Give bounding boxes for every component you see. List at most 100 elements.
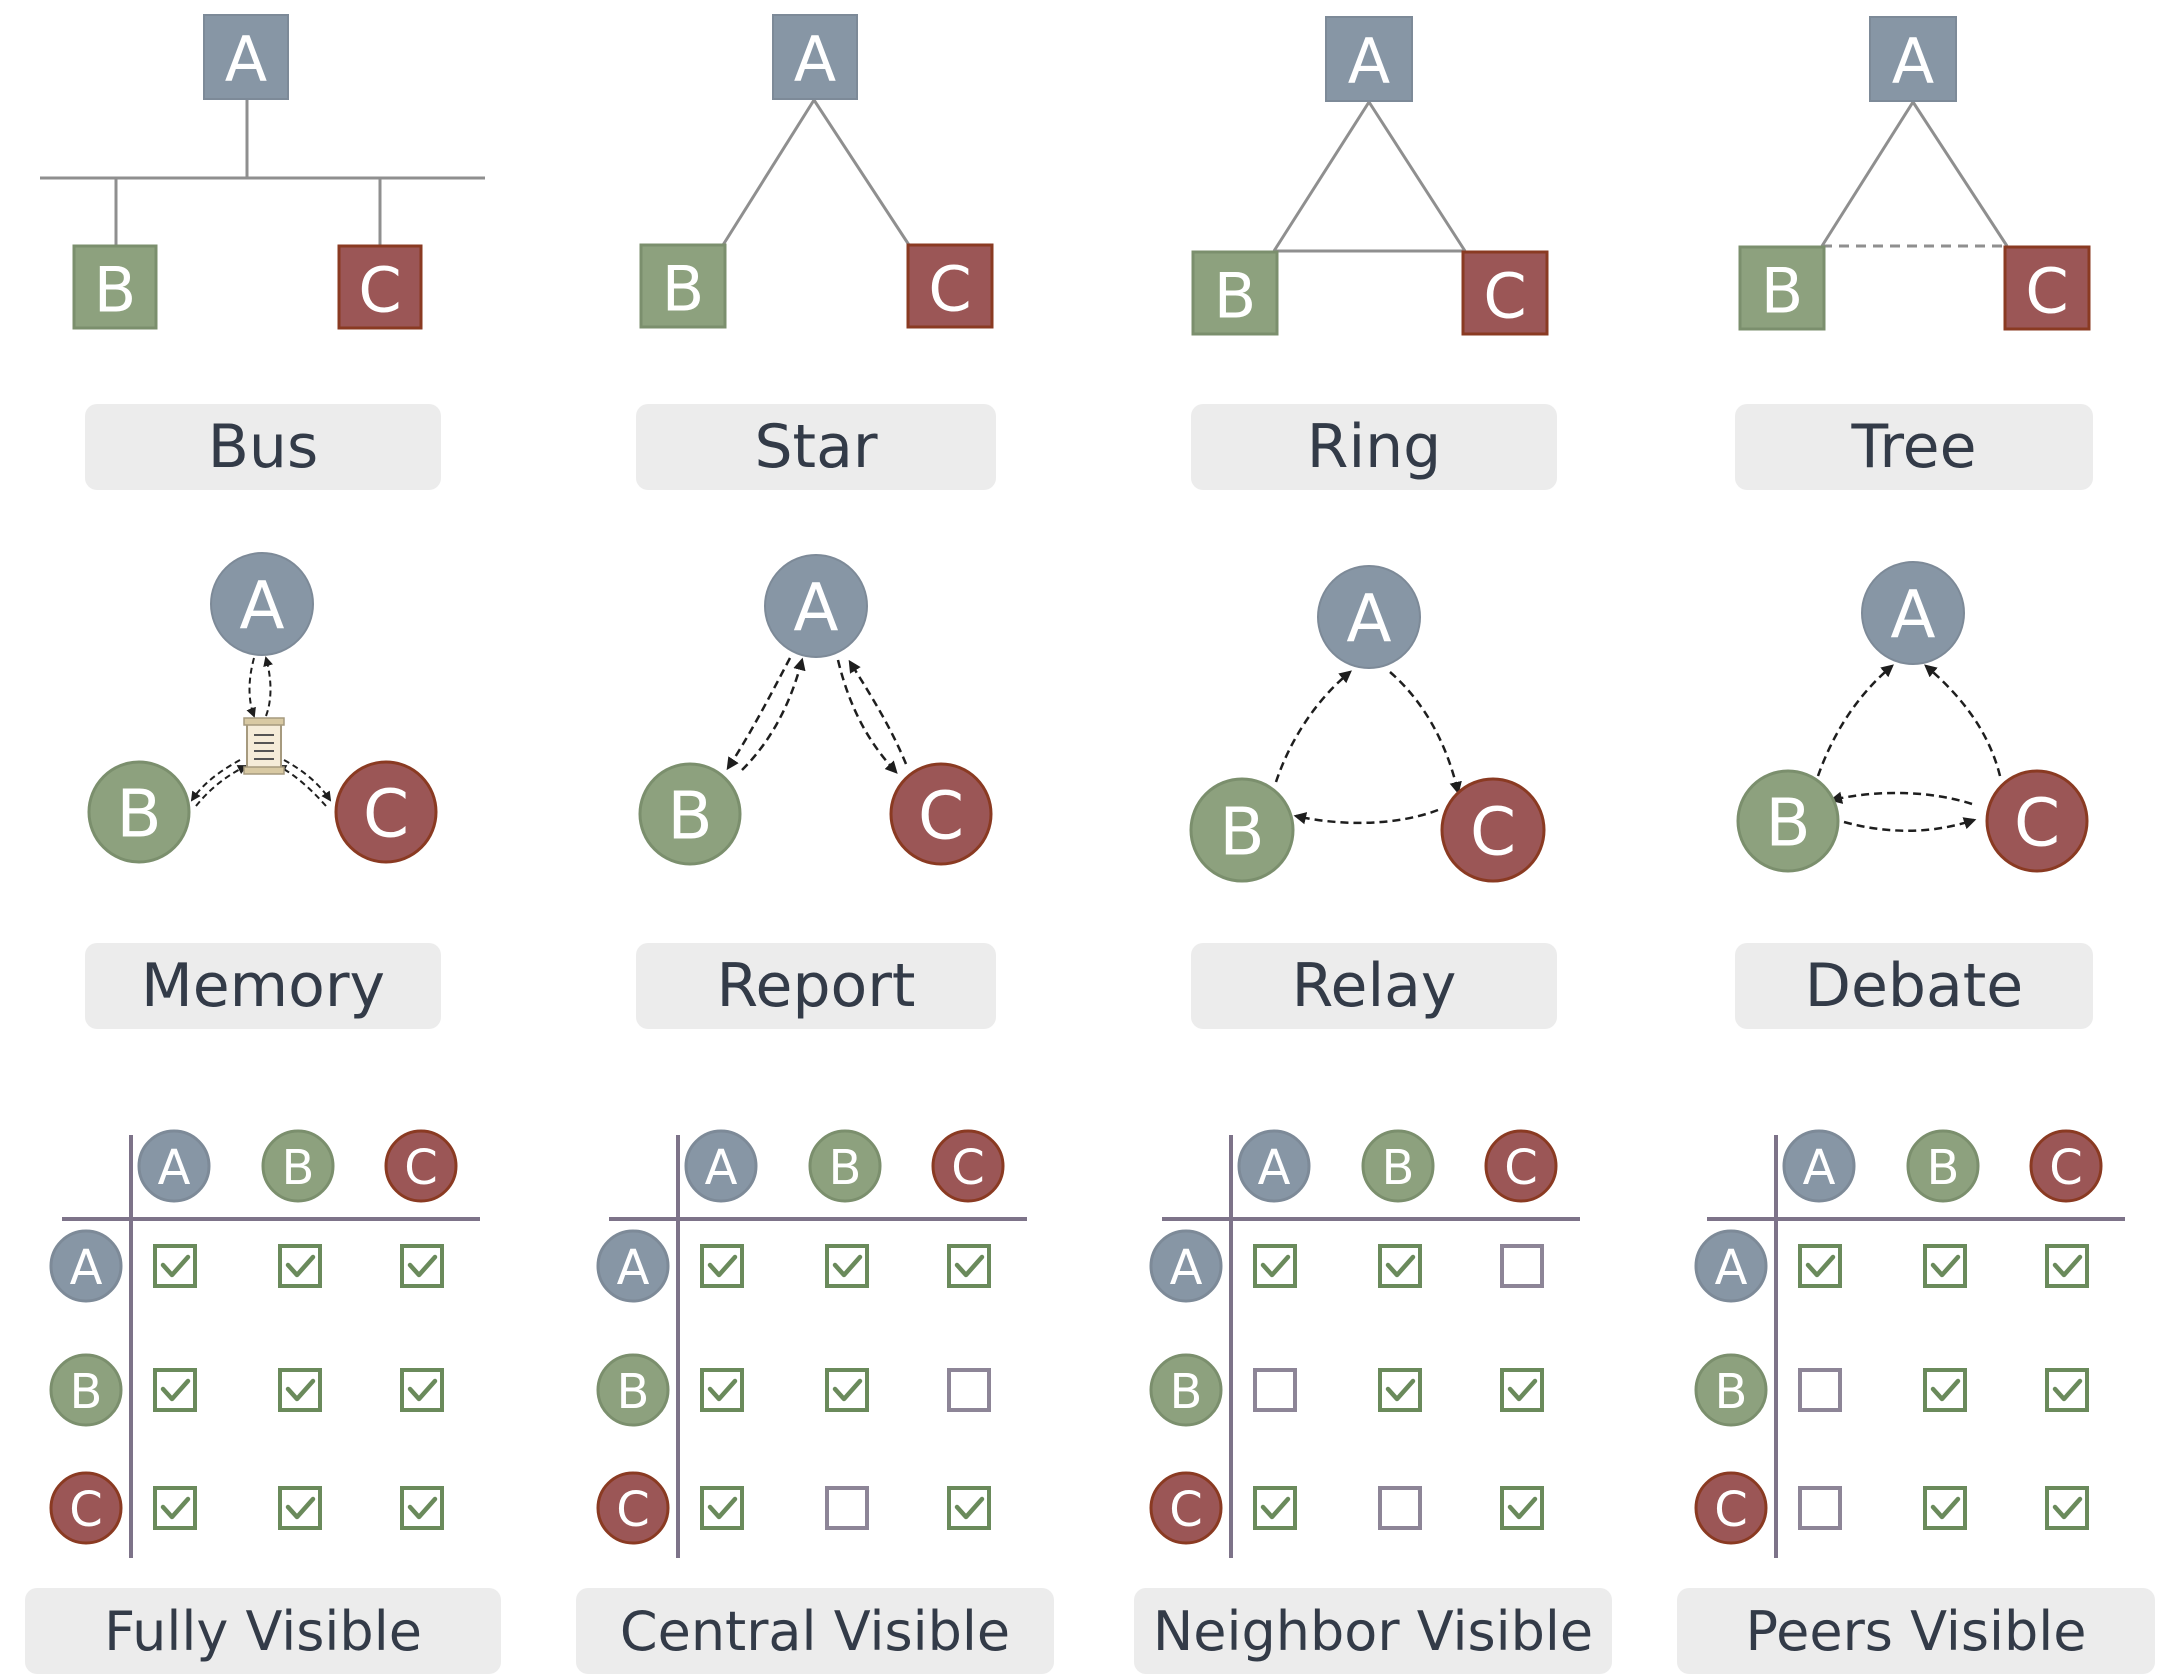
label-star: Star <box>636 404 996 490</box>
debate-node-a: A <box>1861 561 1965 665</box>
matrix-row-header-b-label: B <box>1715 1364 1748 1420</box>
bus-node-c-label: C <box>358 254 401 327</box>
checked-checkbox-icon <box>1923 1244 1967 1288</box>
matrix-row-header-a: A <box>596 1229 670 1303</box>
matrix-col-header-c: C <box>1484 1129 1558 1203</box>
empty-checkbox-icon <box>947 1368 991 1412</box>
matrix-row-header-b: B <box>49 1353 123 1427</box>
memory-document-icon <box>243 717 285 775</box>
checked-checkbox-icon <box>153 1244 197 1288</box>
matrix-col-header-b-label: B <box>1382 1140 1415 1196</box>
checked-checkbox-icon <box>1923 1368 1967 1412</box>
matrix-col-header-b: B <box>808 1129 882 1203</box>
checked-checkbox-icon <box>825 1368 869 1412</box>
matrix-row-header-c: C <box>596 1471 670 1545</box>
ring-node-a-label: A <box>1348 25 1390 98</box>
ring-node-c: C <box>1461 250 1549 336</box>
matrix-col-header-a: A <box>137 1129 211 1203</box>
memory-node-c-label: C <box>363 776 409 853</box>
checked-checkbox-icon <box>700 1486 744 1530</box>
star-node-c: C <box>906 243 994 329</box>
matrix-col-header-c: C <box>931 1129 1005 1203</box>
relay-node-a-label: A <box>1346 581 1391 658</box>
debate-node-a-label: A <box>1890 577 1935 654</box>
label-relay: Relay <box>1191 943 1557 1029</box>
empty-checkbox-icon <box>1253 1368 1297 1412</box>
matrix-row-header-b: B <box>1694 1353 1768 1427</box>
checked-checkbox-icon <box>1378 1368 1422 1412</box>
checked-checkbox-icon <box>278 1486 322 1530</box>
debate-node-c-label: C <box>2014 785 2060 862</box>
tree-diagram: A B C <box>1738 16 2091 331</box>
bus-node-b: B <box>72 244 158 330</box>
ring-node-a: A <box>1325 16 1413 102</box>
matrix-col-header-c: C <box>384 1129 458 1203</box>
checked-checkbox-icon <box>2045 1244 2089 1288</box>
tree-node-b: B <box>1738 245 1826 331</box>
label-fully-visible: Fully Visible <box>25 1588 501 1674</box>
checked-checkbox-icon <box>153 1486 197 1530</box>
memory-node-b-label: B <box>116 776 161 853</box>
report-diagram: A B C <box>638 554 993 866</box>
matrix-col-header-c-label: C <box>951 1140 985 1196</box>
matrix-col-header-c-label: C <box>2049 1140 2083 1196</box>
matrix-row-header-c-label: C <box>616 1482 650 1538</box>
bus-diagram: A B C <box>40 14 485 330</box>
checked-checkbox-icon <box>1500 1368 1544 1412</box>
memory-arrows <box>190 656 332 807</box>
matrix-row-header-b-label: B <box>70 1364 103 1420</box>
checked-checkbox-icon <box>1923 1486 1967 1530</box>
matrix-row-header-a: A <box>1149 1229 1223 1303</box>
report-node-a: A <box>764 554 868 658</box>
checked-checkbox-icon <box>278 1368 322 1412</box>
relay-node-b-label: B <box>1219 794 1264 871</box>
checked-checkbox-icon <box>947 1486 991 1530</box>
empty-checkbox-icon <box>1798 1368 1842 1412</box>
matrix-col-header-a-label: A <box>1258 1140 1291 1196</box>
matrix-row-header-c: C <box>1149 1471 1223 1545</box>
checked-checkbox-icon <box>1500 1486 1544 1530</box>
debate-arrows <box>1816 664 2002 832</box>
memory-node-c: C <box>334 760 438 864</box>
matrix-row-header-a-label: A <box>1715 1240 1748 1296</box>
matrix-row-header-c-label: C <box>69 1482 103 1538</box>
checked-checkbox-icon <box>400 1368 444 1412</box>
report-node-a-label: A <box>793 570 838 647</box>
ring-node-b: B <box>1191 250 1279 336</box>
matrix-col-header-b: B <box>261 1129 335 1203</box>
matrix-row-header-a: A <box>1694 1229 1768 1303</box>
tree-node-a-label: A <box>1892 25 1934 98</box>
matrix-row-header-a: A <box>49 1229 123 1303</box>
matrix-col-header-a-label: A <box>705 1140 738 1196</box>
label-bus: Bus <box>85 404 441 490</box>
star-lines <box>721 99 911 246</box>
checked-checkbox-icon <box>400 1244 444 1288</box>
empty-checkbox-icon <box>825 1486 869 1530</box>
star-node-b: B <box>639 243 727 329</box>
matrix-col-header-b: B <box>1361 1129 1435 1203</box>
tree-node-c-label: C <box>2025 255 2068 328</box>
debate-node-b-label: B <box>1765 785 1810 862</box>
report-arrows <box>726 657 908 774</box>
report-node-c: C <box>889 762 993 866</box>
bus-lines <box>40 100 485 245</box>
matrix-row-header-c: C <box>49 1471 123 1545</box>
memory-node-a-label: A <box>239 568 284 645</box>
label-peers-visible: Peers Visible <box>1677 1588 2155 1674</box>
matrix-col-header-b-label: B <box>1927 1140 1960 1196</box>
checked-checkbox-icon <box>1253 1486 1297 1530</box>
relay-node-c: C <box>1440 777 1546 883</box>
star-node-c-label: C <box>928 253 971 326</box>
relay-node-b: B <box>1189 777 1295 883</box>
matrix-row-header-c-label: C <box>1714 1482 1748 1538</box>
star-diagram: A B C <box>639 14 994 329</box>
report-node-b: B <box>638 762 742 866</box>
matrix-col-header-b-label: B <box>829 1140 862 1196</box>
tree-node-c: C <box>2003 245 2091 331</box>
empty-checkbox-icon <box>1378 1486 1422 1530</box>
tree-node-b-label: B <box>1761 255 1804 328</box>
ring-lines <box>1272 101 1467 253</box>
